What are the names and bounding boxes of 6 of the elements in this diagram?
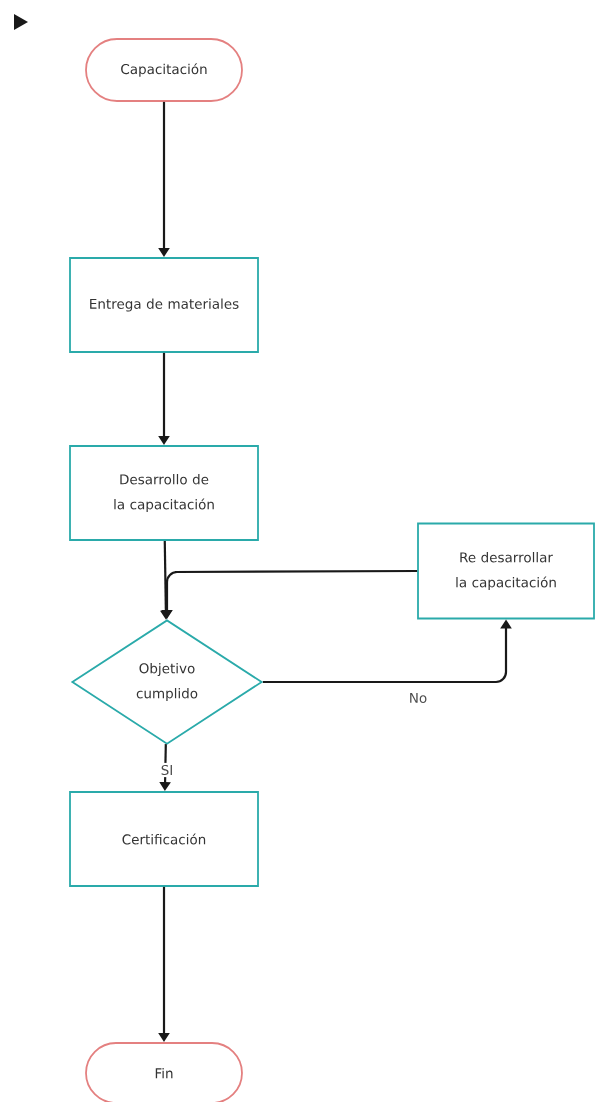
process-box: Entrega de materiales — [69, 257, 259, 353]
process-box: Re desarrollar la capacitación — [417, 522, 595, 620]
process-box: Desarrollo de la capacitación — [69, 445, 259, 541]
edge-label: SI — [158, 762, 176, 778]
process-box: Certificación — [69, 791, 259, 887]
edge-label: No — [406, 691, 430, 705]
